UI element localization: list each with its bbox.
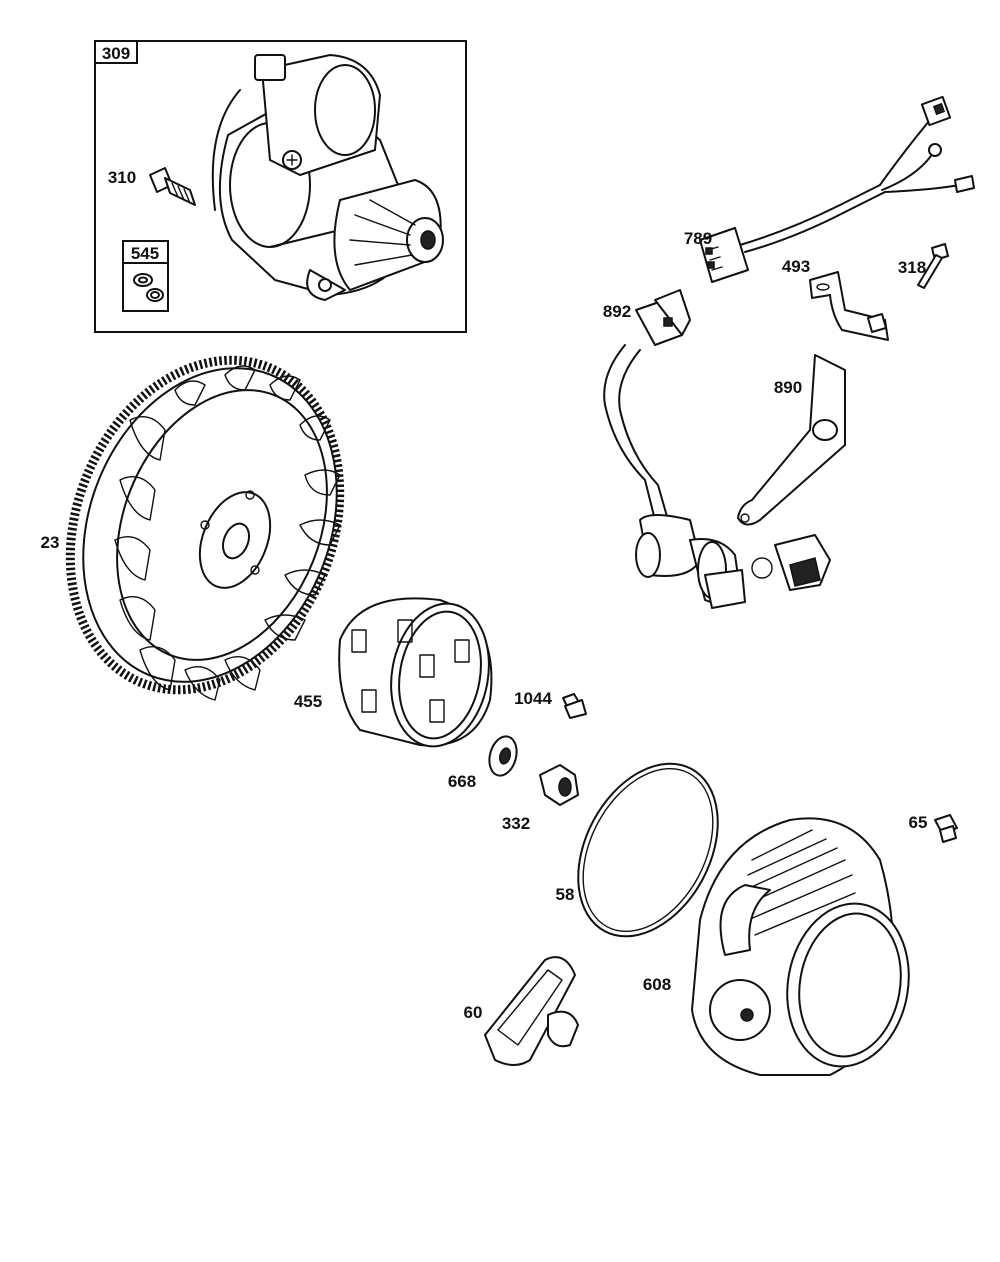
- label-890: 890: [774, 378, 802, 397]
- bracket-890: 890: [737, 354, 846, 526]
- screw-318: 318: [898, 243, 949, 289]
- key-switch-892: 892: [603, 289, 831, 609]
- bolt-1044: 1044: [514, 689, 587, 719]
- washer-668: 668: [448, 735, 518, 791]
- label-1044: 1044: [514, 689, 552, 708]
- recoil-housing-608: 608: [643, 817, 910, 1076]
- label-310: 310: [108, 168, 136, 187]
- label-309: 309: [102, 44, 130, 63]
- label-60: 60: [464, 1003, 483, 1022]
- label-318: 318: [898, 258, 926, 277]
- nut-332: 332: [502, 764, 579, 833]
- label-332: 332: [502, 814, 530, 833]
- starter-motor: [211, 54, 444, 301]
- label-608: 608: [643, 975, 671, 994]
- label-65: 65: [909, 813, 928, 832]
- bracket-493: 493: [782, 257, 889, 341]
- label-789: 789: [684, 229, 712, 248]
- starter-group-box: 309: [94, 40, 467, 333]
- label-455: 455: [294, 692, 322, 711]
- label-58: 58: [556, 885, 575, 904]
- flywheel-23: 23: [41, 355, 345, 701]
- handle-60: 60: [464, 956, 579, 1066]
- washer-kit-box: 545: [122, 240, 169, 312]
- label-545: 545: [131, 244, 159, 263]
- ring-58: 58: [556, 762, 719, 938]
- label-23: 23: [41, 533, 60, 552]
- label-493: 493: [782, 257, 810, 276]
- screw-65: 65: [909, 813, 958, 843]
- label-668: 668: [448, 772, 476, 791]
- wire-harness-789: 789: [684, 95, 975, 283]
- bolt-310: 310: [108, 167, 196, 206]
- starter-cup-455: 455: [294, 597, 493, 748]
- label-892: 892: [603, 302, 631, 321]
